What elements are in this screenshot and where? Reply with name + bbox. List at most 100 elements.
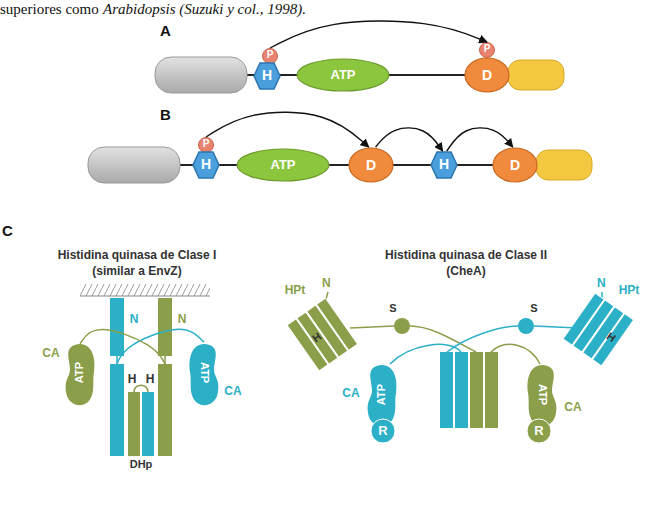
domain-label: H [430,156,458,173]
domain-label: S [528,302,540,315]
helix-bar [440,352,453,428]
phosphotransfer-arrow [447,128,513,151]
domain-label: ATP [296,67,390,83]
figure-label: N [597,276,606,290]
figure-label: A [160,22,171,40]
phosphotransfer-arrow [206,112,369,147]
domain-label: N [175,312,189,326]
r-domain: R [370,418,396,444]
shape-part [254,63,280,89]
domain-label: ATP [73,357,86,389]
domain-label: CA [338,386,364,400]
membrane-hatch [80,284,210,296]
histidine-domain: H [430,151,458,179]
shape-part [66,344,95,405]
figure-label: B [160,106,171,124]
shape-part [110,298,124,356]
shape-part [431,152,457,178]
shape-part [493,148,537,182]
linker-line [491,344,540,364]
r-domain: R [526,418,552,444]
shape-part [349,148,393,182]
helix-bar-outline [138,364,172,456]
s-domain: S [514,304,538,336]
shape-part [237,149,329,181]
helix-bar-outline [110,298,144,356]
hpt-domain-outline [286,292,366,372]
shape-part [371,419,395,443]
s-domain: S [390,304,414,336]
receiver-domain: D [348,147,394,183]
atp-domain: ATP [296,58,390,92]
histidine-domain: H [192,151,220,179]
linker-line [164,356,166,364]
domain-label: H [125,372,139,386]
hairpin-loop [134,385,148,392]
ca-domain-outline [522,360,586,430]
shape-part [527,419,551,443]
phospho-circle: P [198,137,214,153]
domain-label: H [192,156,220,173]
ca-domain: CAATP [338,360,402,430]
panel-title: (CheA) [316,264,616,278]
receiver-domain: D [464,57,510,93]
domain-label: ATP [535,379,548,411]
ca-domain: CA ATP [40,338,98,410]
sensor-domain [88,147,180,183]
shape-part [158,298,172,356]
phosphotransfer-arrow [376,128,443,151]
shape-part [465,58,509,92]
shape-part [263,49,278,64]
helix-bar: N [110,298,144,356]
sensor-domain [155,57,247,93]
shape-part [158,364,172,456]
helix-bar: N [158,298,192,356]
domain-label: CA [40,346,62,360]
shape-group [563,293,634,366]
shape-part [128,392,140,456]
figure-label: C [2,222,13,240]
shape-part [110,364,124,456]
atp-domain: ATP [236,148,330,182]
domain-label: P [198,138,214,150]
linker-line [410,326,476,352]
shape-part [142,392,154,456]
domain-label: ATP [236,157,330,173]
domain-label: S [387,302,399,315]
hpt-domain: HPtH [562,292,642,372]
panel-title: (similar a EnvZ) [0,264,287,278]
domain-label: D [464,67,510,84]
helix-bar: H [138,364,172,456]
panel-title: Histidina quinasa de Clase II [316,248,616,262]
ca-domain-outline [186,338,244,410]
linker-line [390,344,461,364]
shape-part [592,314,633,366]
histidine-domain: H [253,62,281,90]
ca-domain: CAATP [186,338,244,410]
domain-label: D [492,157,538,174]
membrane-line [80,296,210,297]
hpt-domain-outline [562,292,642,372]
output-domain [508,60,564,90]
terminus-line [326,292,328,299]
figure-label: superiores como [0,0,99,18]
domain-label: H [143,372,157,386]
helix-bar [470,352,483,428]
shape-part [368,365,397,426]
domain-label: HPt [280,283,310,297]
shape-part [528,365,557,426]
domain-label: R [370,423,396,439]
shape-part [190,344,219,405]
shape-part [480,43,495,58]
linker-line [80,329,165,364]
helix-bar [485,352,498,428]
phosphotransfer-arrow [270,21,487,48]
ca-domain: CAATP [522,360,586,430]
domain-label: P [262,49,278,61]
linker-line [350,326,394,328]
helix-bar-outline [158,298,192,356]
linker-line [534,326,578,328]
